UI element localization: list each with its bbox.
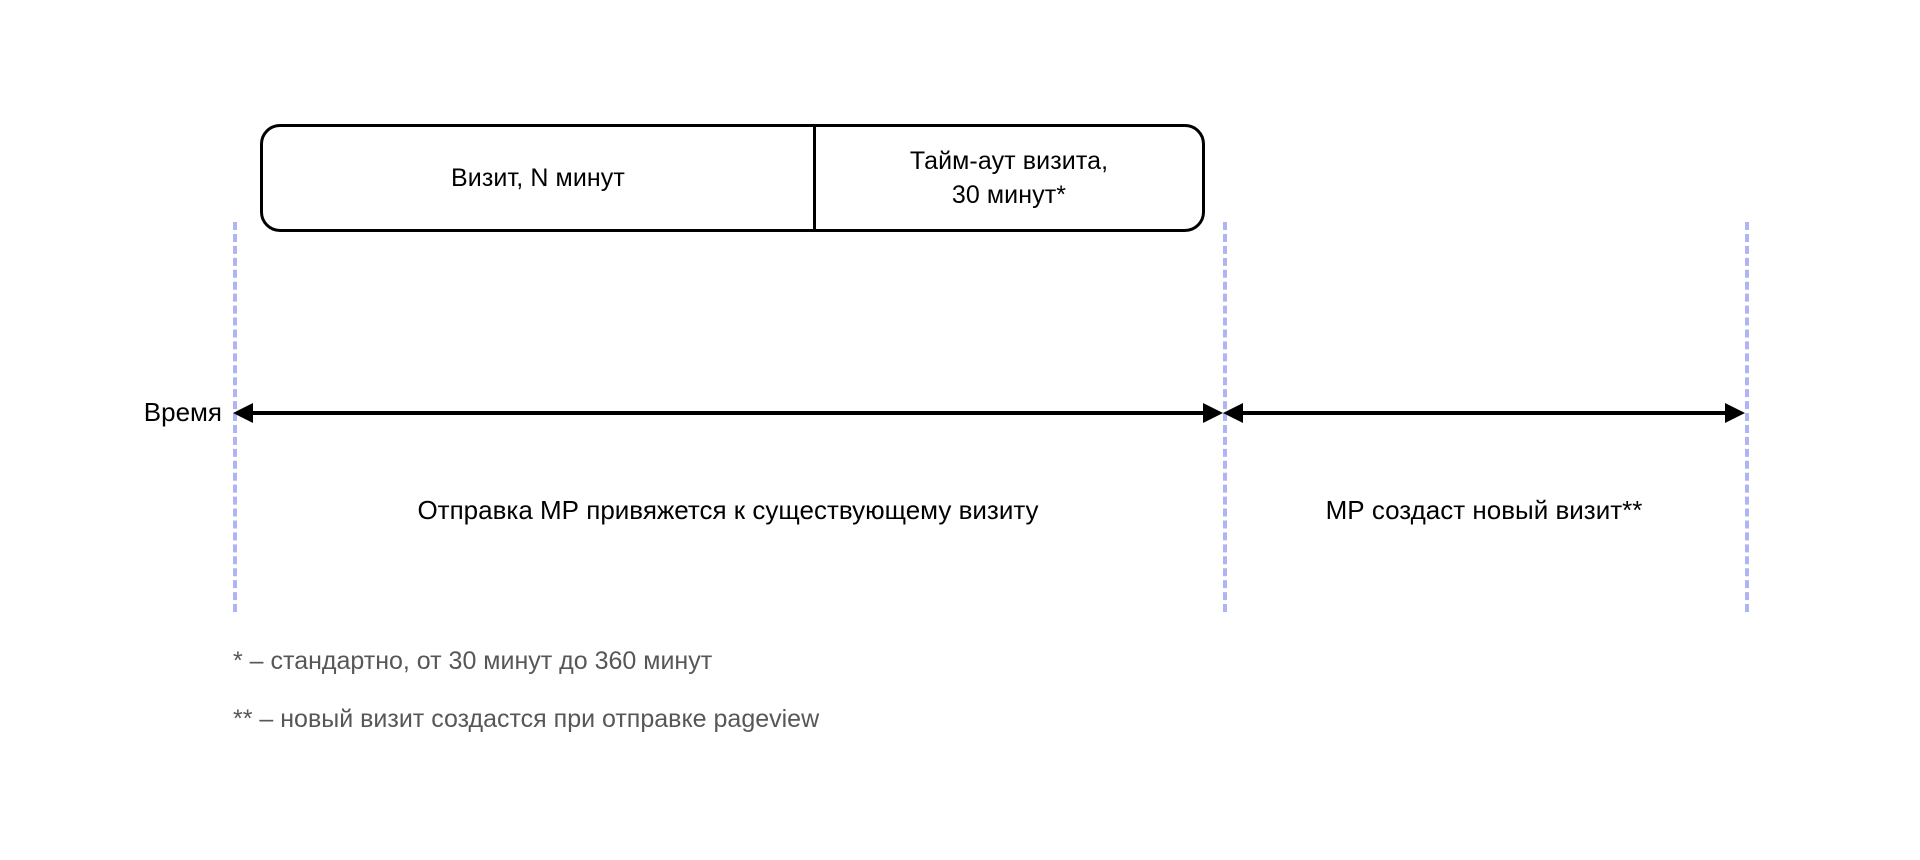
session-bar: Визит, N минут Тайм-аут визита, 30 минут… (260, 124, 1205, 232)
new-visit-caption: МР создаст новый визит** (1325, 495, 1643, 525)
footnote-double-asterisk: ** – новый визит создастся при отправке … (233, 705, 820, 733)
time-axis-label: Время (143, 397, 222, 427)
timeout-segment-label-line1: Тайм-аут визита, (909, 147, 1109, 175)
existing-visit-caption: Отправка МР привяжется к существующему в… (417, 495, 1039, 525)
timeout-segment-box: Тайм-аут визита, 30 минут* (816, 127, 1202, 229)
timeline-end-guide (1745, 222, 1749, 612)
timeout-end-guide (1223, 222, 1227, 612)
timeout-segment-label-line2: 30 минут* (951, 181, 1067, 209)
session-bar-divider (813, 127, 816, 229)
visit-segment-label: Визит, N минут (451, 164, 625, 192)
footnote-single-asterisk: * – стандартно, от 30 минут до 360 минут (233, 647, 713, 675)
visit-segment-box: Визит, N минут (263, 127, 813, 229)
new-visit-arrow-icon (1223, 396, 1745, 430)
timeout-segment-label: Тайм-аут визита, 30 минут* (910, 144, 1108, 212)
visit-start-guide (233, 222, 237, 612)
existing-visit-arrow-icon (233, 396, 1223, 430)
